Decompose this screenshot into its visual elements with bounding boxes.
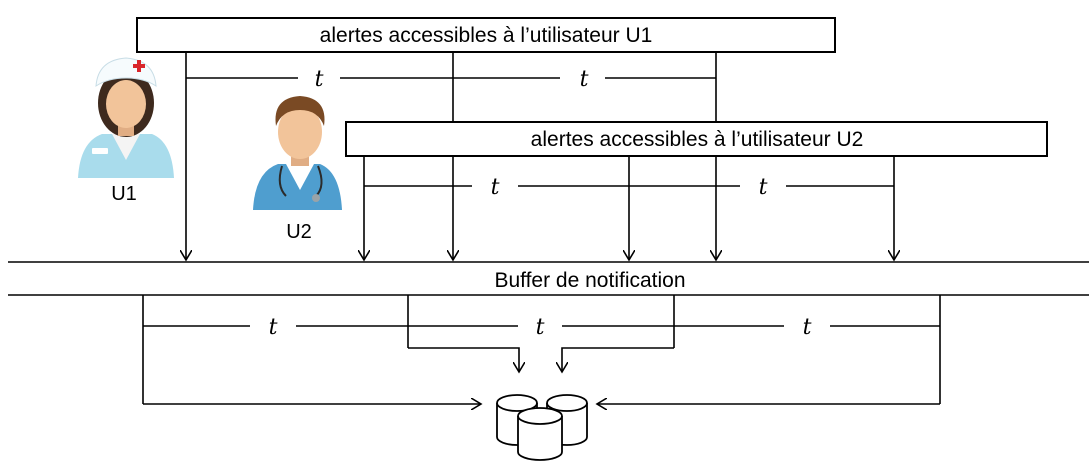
interval-t-label: t — [536, 315, 545, 340]
u2-alerts-box — [345, 121, 1048, 157]
interval-t-label: t — [759, 175, 768, 200]
interval-t-label: t — [491, 175, 500, 200]
db-arrow-left-inner — [408, 347, 519, 372]
interval-t-label: t — [803, 315, 812, 340]
user-u1-label: U1 — [111, 183, 137, 205]
u1-alerts-box — [136, 17, 836, 53]
user-u2-label: U2 — [286, 221, 312, 243]
database-cluster-icon — [496, 394, 588, 461]
u2-alerts-label: alertes accessibles à l’utilisateur U2 — [531, 128, 864, 151]
buffer-label: Buffer de notification — [494, 269, 685, 292]
doctor-icon — [253, 96, 342, 210]
nurse-icon — [78, 57, 174, 178]
interval-t-label: t — [269, 315, 278, 340]
interval-t-label: t — [315, 67, 324, 92]
interval-t-label: t — [580, 67, 589, 92]
u1-alerts-label: alertes accessibles à l’utilisateur U1 — [320, 24, 653, 47]
db-arrow-right-inner — [562, 347, 674, 372]
database-cylinder — [517, 407, 563, 461]
